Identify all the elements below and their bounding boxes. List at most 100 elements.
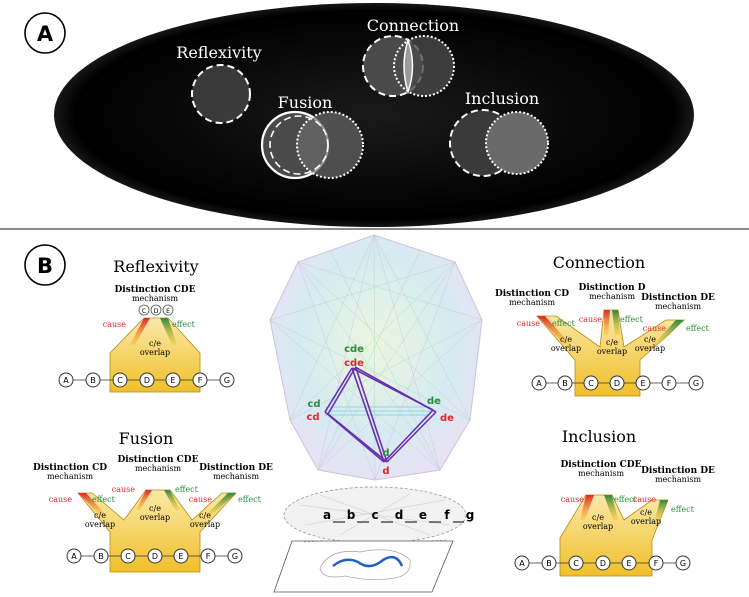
fusion-effect-label-cde: effect (175, 485, 199, 494)
brain-plane-sheet (273, 540, 454, 593)
substrate-units: a b c d e f g (323, 508, 474, 522)
fusion-cause-cde (136, 490, 152, 510)
svg-text:F: F (206, 552, 211, 561)
panel-a-label-connection: Connection (367, 16, 459, 35)
title-reflexivity: Reflexivity (113, 257, 198, 276)
panel-b: B Reflexivity Distinction CDE mechanism … (24, 234, 715, 593)
inclusion-circle-inner (485, 111, 549, 175)
conn-effect-label-cd: effect (552, 319, 576, 328)
conn-effect-label-de: effect (686, 324, 710, 333)
svg-text:C: C (573, 559, 579, 568)
svg-text:F: F (667, 379, 672, 388)
incl-effect-label-de: effect (671, 505, 695, 514)
substrate-background-links (299, 493, 451, 536)
incl-cause-label-de: cause (633, 495, 657, 504)
fusion-mechanism-de: mechanism (213, 472, 260, 481)
svg-text:D: D (154, 308, 159, 315)
incl-overlap-de-1: c/e (640, 508, 652, 517)
structure-purple-edges (324, 366, 437, 463)
svg-text:G: G (693, 379, 699, 388)
svg-text:G: G (224, 376, 230, 385)
refl-chain: A B C D E F G (58, 372, 235, 388)
svg-text:G: G (680, 559, 686, 568)
fusion-cause-label-cd: cause (49, 495, 73, 504)
fusion-effect-de (206, 493, 236, 515)
svg-text:d: d (395, 508, 404, 522)
structure-hull (269, 234, 483, 481)
panel-a-label-reflexivity: Reflexivity (176, 43, 261, 62)
fusion-cause-label-de: cause (189, 495, 213, 504)
fusion-effect-label-de: effect (238, 495, 262, 504)
conn-overlap-d-2: overlap (597, 347, 627, 356)
svg-text:C: C (588, 379, 594, 388)
incl-cause-label-cde: cause (561, 495, 585, 504)
refl-cause-label: cause (103, 320, 127, 329)
conn-cause-label-d: cause (579, 315, 603, 324)
fusion-diagram: Fusion Distinction CD mechanism Distinct… (33, 429, 273, 573)
refl-effect-label: effect (172, 320, 196, 329)
conn-cause-label-de: cause (643, 324, 667, 333)
fusion-distinction-cd: Distinction CD (33, 463, 107, 473)
refl-overlap-line1: c/e (149, 339, 161, 348)
fusion-overlap-de-2: overlap (190, 520, 220, 529)
title-connection: Connection (553, 253, 645, 272)
structure-mesh (269, 234, 483, 481)
incl-distinction-cde: Distinction CDE (561, 460, 642, 470)
conn-overlap-de-2: overlap (635, 344, 665, 353)
incl-effect-label-cde: effect (614, 495, 638, 504)
panel-a-label-inclusion: Inclusion (465, 89, 539, 108)
label-cd-purview: cd (306, 412, 319, 423)
fusion-circle-dashed (269, 115, 329, 175)
conn-effect-d (612, 310, 620, 335)
conn-mechanism-d: mechanism (589, 292, 636, 301)
incl-overlap-de-2: overlap (631, 517, 661, 526)
fusion-mechanism-cd: mechanism (47, 472, 94, 481)
fusion-overlap-de-1: c/e (199, 511, 211, 520)
conn-overlap-cd-1: c/e (560, 335, 572, 344)
svg-text:c: c (371, 508, 378, 522)
label-cde-mech: cde (344, 344, 364, 355)
fusion-overlap-cde-1: c/e (149, 504, 161, 513)
incl-overlap-cde-2: overlap (583, 522, 613, 531)
fusion-circle-dotted (296, 111, 364, 179)
svg-text:B: B (562, 379, 568, 388)
svg-text:E: E (626, 559, 631, 568)
brain-plane (273, 539, 454, 593)
panel-a: A Reflexivity Connection Fusion Inclusio… (24, 3, 694, 227)
svg-text:D: D (614, 379, 620, 388)
svg-text:A: A (71, 552, 77, 561)
connection-overlap (403, 37, 414, 95)
conn-distinction-d: Distinction D (579, 283, 646, 293)
label-cd-mech: cd (307, 399, 320, 410)
svg-text:C: C (125, 552, 131, 561)
panel-a-label-fusion: Fusion (278, 93, 333, 112)
svg-text:C: C (117, 376, 123, 385)
svg-text:b: b (347, 508, 356, 522)
inclusion-diagram: Inclusion Distinction CDE mechanism Dist… (514, 427, 715, 577)
svg-text:f: f (444, 508, 450, 522)
fusion-distinction-de: Distinction DE (199, 463, 273, 473)
label-de-mech: de (427, 396, 441, 407)
conn-mechanism-de: mechanism (655, 302, 702, 311)
title-inclusion: Inclusion (562, 427, 636, 446)
connection-circle-right (393, 35, 455, 97)
conn-overlap-cd-2: overlap (551, 344, 581, 353)
conn-cause-d (604, 310, 610, 335)
conn-effect-de (654, 320, 684, 344)
svg-text:D: D (600, 559, 606, 568)
structure-cyan-links (325, 406, 430, 416)
conn-cause-cd (537, 316, 570, 344)
refl-overlap-line2: overlap (140, 348, 170, 357)
brain-outline (319, 549, 411, 580)
panel-a-badge-circle (24, 12, 66, 54)
fusion-chain: A B C D E F G (66, 548, 243, 564)
svg-text:F: F (654, 559, 659, 568)
incl-mechanism-cde: mechanism (578, 469, 625, 478)
fusion-effect-label-cd: effect (92, 495, 116, 504)
label-d-purview: d (382, 466, 389, 477)
svg-text:D: D (152, 552, 158, 561)
panel-b-badge: B (37, 254, 53, 278)
incl-mechanism-de: mechanism (655, 475, 702, 484)
fusion-distinction-cde: Distinction CDE (118, 455, 199, 465)
label-d-mech: d (382, 448, 389, 459)
